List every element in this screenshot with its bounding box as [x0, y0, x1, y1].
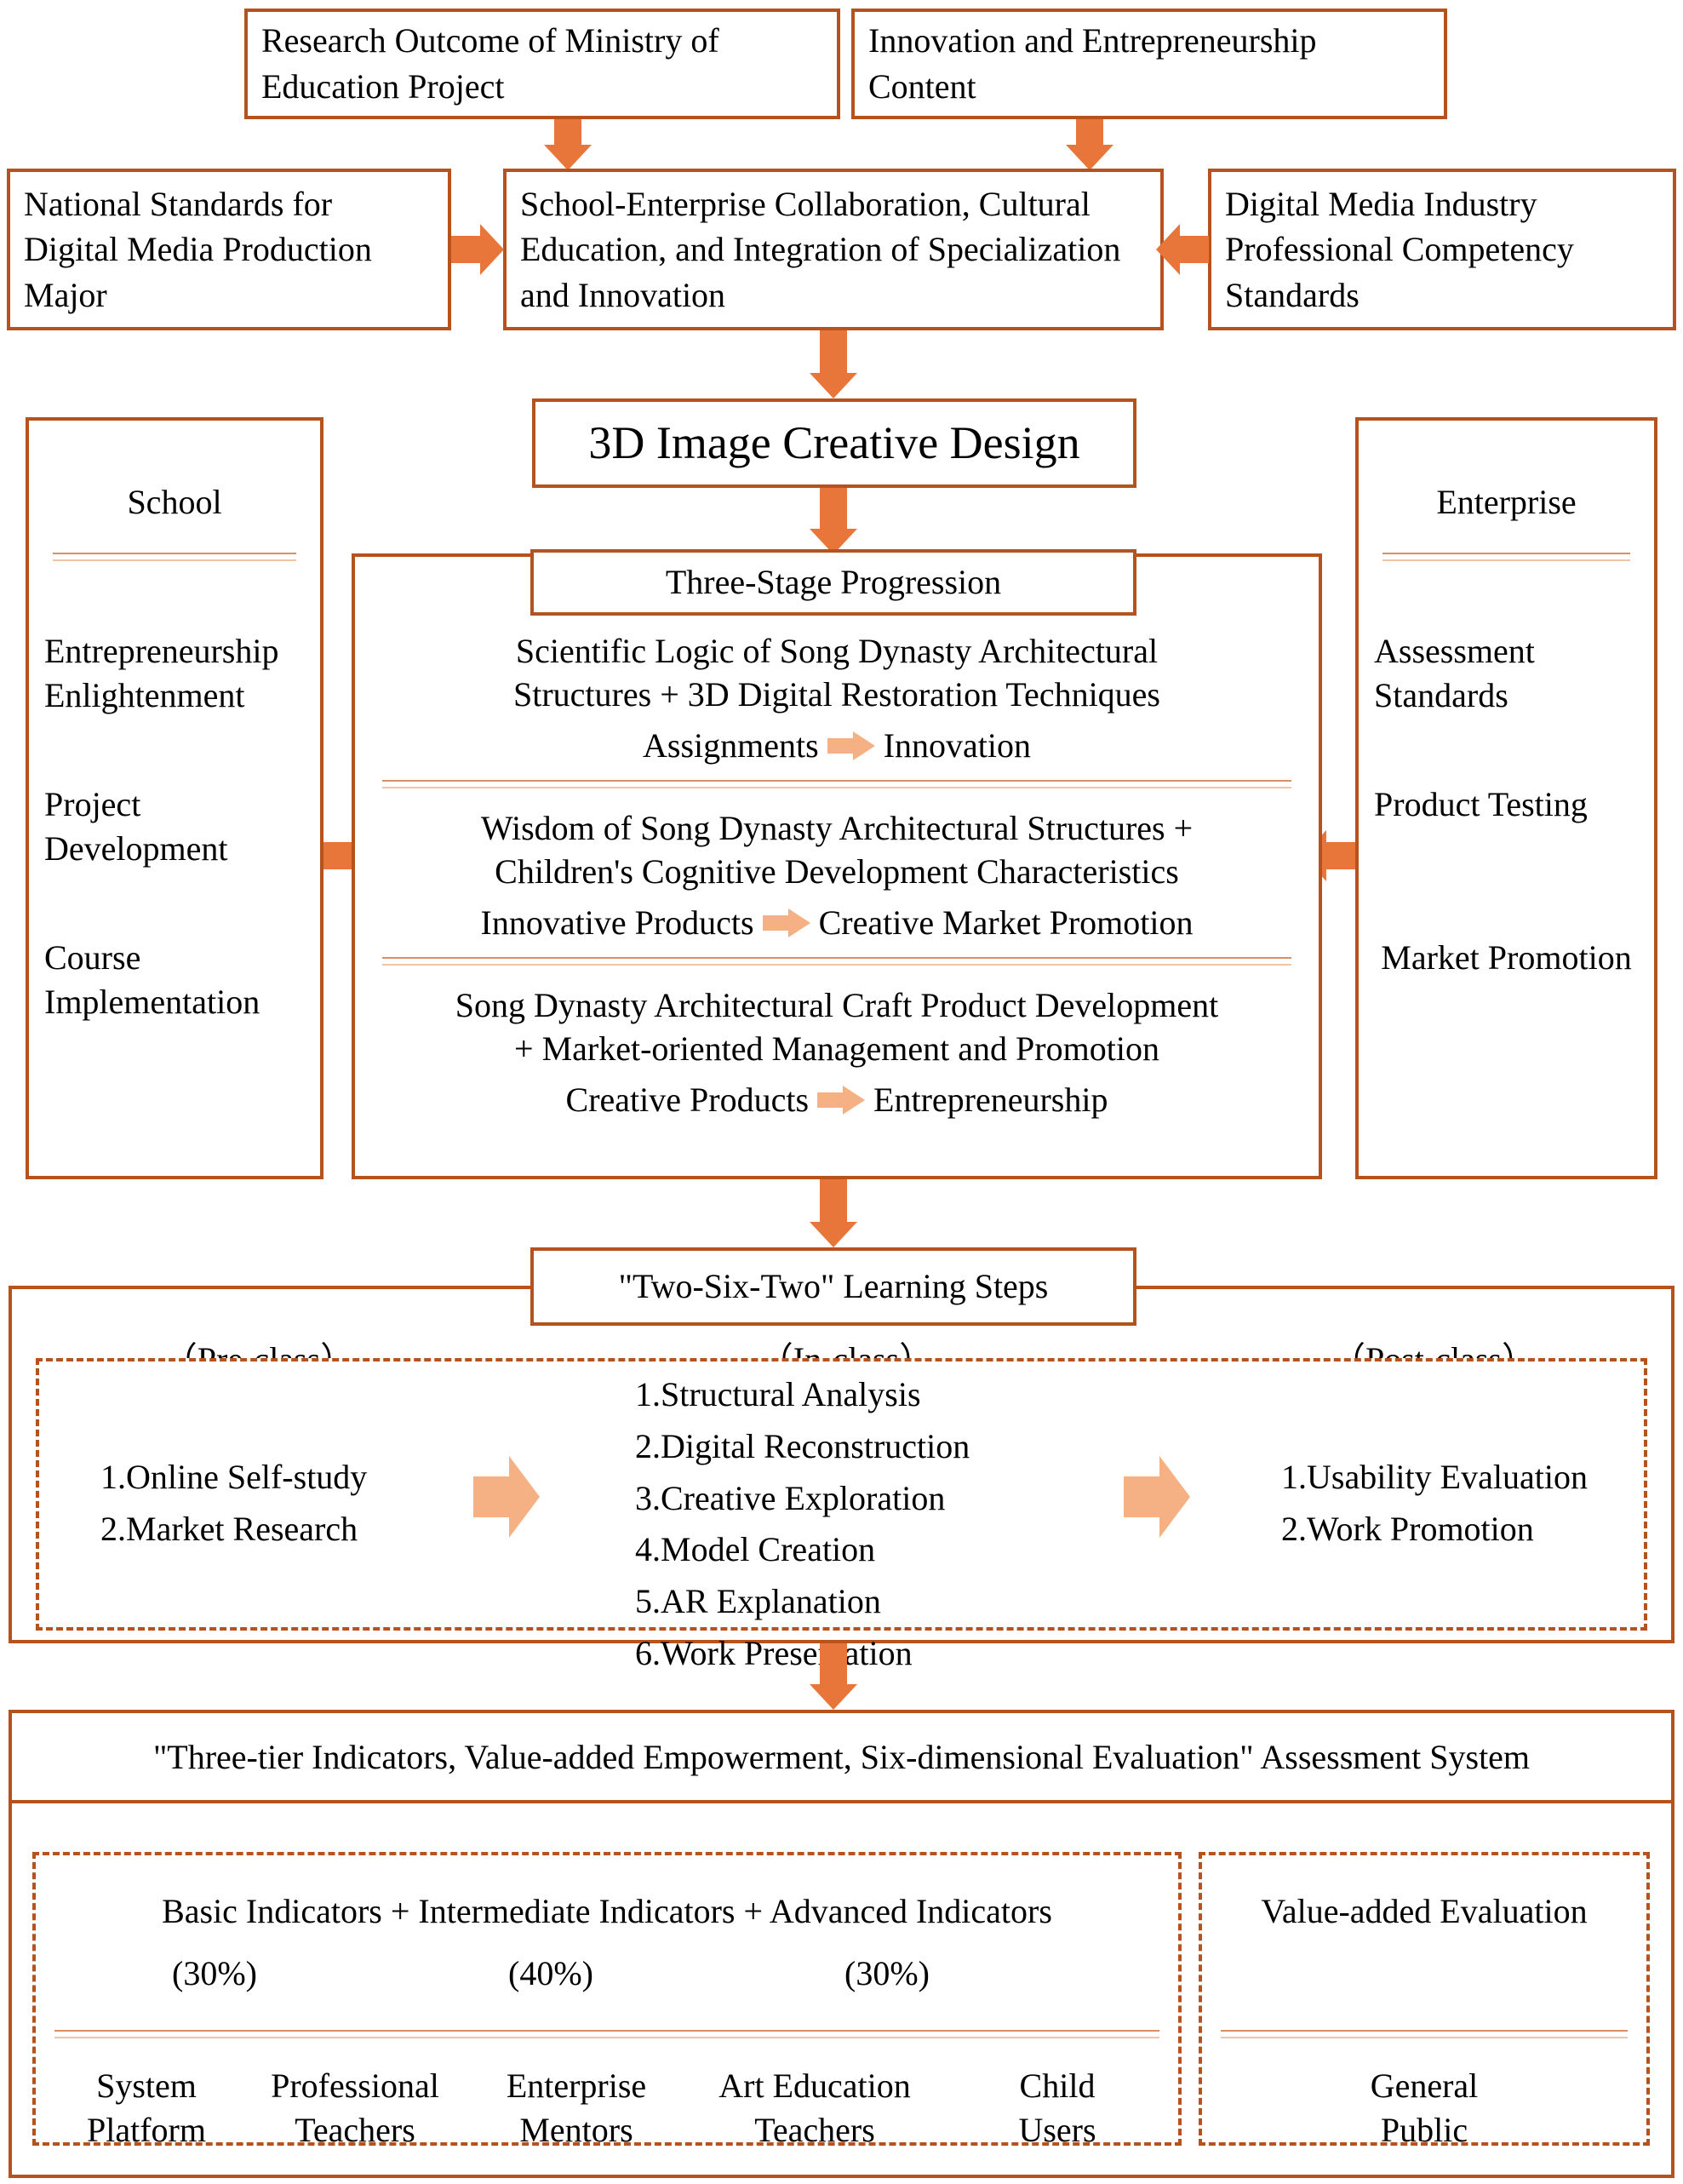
box-national-standards: National Standards for Digital Media Pro… [7, 169, 451, 330]
step-pre-0: 1.Online Self-study [100, 1458, 368, 1496]
value-added-separator [1221, 2030, 1628, 2038]
step-in-2: 3.Creative Exploration [635, 1478, 946, 1517]
step-in-0: 1.Structural Analysis [635, 1375, 921, 1413]
indicators-separator [54, 2030, 1159, 2038]
arrow-innovation-to-hub [1064, 119, 1115, 170]
panel-enterprise: Enterprise Assessment Standards Product … [1355, 417, 1657, 1179]
arrow-hub-to-course [808, 330, 859, 398]
box-research-outcome-label: Research Outcome of Ministry of Educatio… [261, 21, 719, 106]
stage-0-flow: Assignments Innovation [355, 725, 1319, 765]
arrow-pre-to-in [473, 1456, 540, 1538]
arrow-stages-to-steps [808, 1179, 859, 1247]
panel-enterprise-title: Enterprise [1436, 483, 1577, 521]
arrow-in-to-post [1124, 1456, 1190, 1538]
step-col-in: 1.Structural Analysis 2.Digital Reconstr… [635, 1369, 1078, 1680]
evaluator-general-public-line2: Public [1380, 2111, 1468, 2149]
assessment-title-label: "Three-tier Indicators, Value-added Empo… [152, 1737, 1531, 1776]
indicator-weight-0: (30%) [172, 1954, 257, 1992]
stage-1-flow-to: Creative Market Promotion [818, 903, 1194, 942]
assessment-title-box: "Three-tier Indicators, Value-added Empo… [9, 1710, 1674, 1803]
step-post-1: 2.Work Promotion [1281, 1509, 1534, 1548]
panel-enterprise-item-0: Assessment Standards [1374, 632, 1535, 714]
evaluator-child-users-line1: Child Users [1018, 2066, 1096, 2149]
stage-0-flow-from: Assignments [643, 726, 819, 765]
box-industry-standards: Digital Media Industry Professional Comp… [1208, 169, 1676, 330]
box-learning-steps-title: "Two-Six-Two" Learning Steps [530, 1247, 1136, 1326]
three-stage-title-label: Three-Stage Progression [665, 563, 1002, 602]
stage-2-flow-to: Entrepreneurship [873, 1081, 1108, 1119]
step-in-4: 5.AR Explanation [635, 1582, 881, 1621]
evaluator-art-education-teachers: Art Education Teachers [691, 2064, 938, 2152]
stage-1-line-2: Children's Cognitive Development Charact… [495, 852, 1179, 891]
panel-school-item-2: Course Implementation [44, 938, 260, 1021]
evaluator-general-public: General Public [1202, 2064, 1646, 2152]
arrow-steps-to-assessment [808, 1643, 859, 1710]
indicator-weight-1: (40%) [508, 1954, 593, 1992]
evaluator-art-education-teachers-line1: Art Education Teachers [718, 2066, 911, 2149]
indicators-line: Basic Indicators + Intermediate Indicato… [162, 1892, 1052, 1930]
panel-enterprise-item-1: Product Testing [1374, 785, 1588, 823]
flow-arrow-icon [827, 731, 875, 760]
evaluator-system-platform-line1: System Platform [87, 2066, 206, 2149]
panel-school-rule [53, 553, 296, 561]
arrow-standards-to-hub [451, 224, 504, 275]
indicators-dashed-box: Basic Indicators + Intermediate Indicato… [32, 1852, 1182, 2149]
value-added-dashed-box: Value-added Evaluation General Public [1199, 1852, 1650, 2149]
step-in-1: 2.Digital Reconstruction [635, 1426, 970, 1465]
flow-arrow-icon [762, 909, 810, 937]
box-innovation-content: Innovation and Entrepreneurship Content [851, 9, 1447, 119]
evaluator-professional-teachers-line1: Professional Teachers [271, 2066, 439, 2149]
stage-2-line-1: Song Dynasty Architectural Craft Product… [455, 986, 1219, 1024]
value-added-label: Value-added Evaluation [1261, 1892, 1588, 1930]
indicator-weight-2: (30%) [844, 1954, 930, 1992]
step-in-3: 4.Model Creation [635, 1530, 876, 1569]
learning-steps-dashed-box [36, 1358, 1647, 1631]
box-course-title: 3D Image Creative Design [532, 398, 1136, 488]
indicator-weights-row: (30%) (40%) (30%) [36, 1953, 1178, 1998]
arrow-industry-to-hub [1156, 224, 1209, 275]
stage-2-line-2: + Market-oriented Management and Promoti… [514, 1029, 1159, 1068]
stage-2-flow: Creative Products Entrepreneurship [355, 1080, 1319, 1120]
evaluator-general-public-line1: General [1370, 2066, 1479, 2105]
box-three-stage-title: Three-Stage Progression [530, 549, 1136, 616]
flow-arrow-icon [817, 1086, 866, 1115]
step-col-post: 1.Usability Evaluation 2.Work Promotion [1281, 1452, 1647, 1556]
step-col-pre: 1.Online Self-study 2.Market Research [100, 1452, 458, 1556]
evaluator-child-users: Child Users [972, 2064, 1142, 2152]
arrow-research-to-hub [542, 119, 593, 170]
stage-1-flow: Innovative Products Creative Market Promo… [355, 903, 1319, 943]
panel-school-title: School [127, 483, 222, 521]
panel-enterprise-rule [1382, 553, 1630, 561]
box-hub-collaboration: School-Enterprise Collaboration, Cultura… [503, 169, 1164, 330]
stage-0-flow-to: Innovation [883, 726, 1031, 765]
stage-separator-0 [382, 780, 1291, 788]
three-stage-container: Scientific Logic of Song Dynasty Archite… [352, 553, 1322, 1179]
stage-1-flow-from: Innovative Products [480, 903, 754, 942]
step-pre-1: 2.Market Research [100, 1509, 358, 1548]
stage-1-line-1: Wisdom of Song Dynasty Architectural Str… [480, 809, 1194, 847]
panel-school-item-1: Project Development [44, 785, 228, 868]
box-industry-standards-label: Digital Media Industry Professional Comp… [1225, 184, 1574, 314]
stage-0-line-2: Structures + 3D Digital Restoration Tech… [513, 675, 1160, 714]
evaluator-professional-teachers: Professional Teachers [249, 2064, 461, 2152]
stage-separator-1 [382, 957, 1291, 966]
panel-school: School Entrepreneurship Enlightenment Pr… [26, 417, 323, 1179]
step-in-5: 6.Work Presentation [635, 1633, 913, 1672]
evaluator-enterprise-mentors-line1: Enterprise Mentors [506, 2066, 647, 2149]
course-title-label: 3D Image Creative Design [588, 417, 1080, 469]
evaluator-system-platform: System Platform [61, 2064, 232, 2152]
arrow-course-to-stages [808, 488, 859, 554]
box-hub-collaboration-label: School-Enterprise Collaboration, Cultura… [520, 184, 1121, 314]
box-innovation-content-label: Innovation and Entrepreneurship Content [868, 21, 1317, 106]
evaluator-enterprise-mentors: Enterprise Mentors [478, 2064, 674, 2152]
box-research-outcome: Research Outcome of Ministry of Educatio… [244, 9, 840, 119]
panel-school-item-0: Entrepreneurship Enlightenment [44, 632, 279, 714]
step-post-0: 1.Usability Evaluation [1281, 1458, 1588, 1496]
learning-steps-title-label: "Two-Six-Two" Learning Steps [618, 1267, 1049, 1306]
stage-0-line-1: Scientific Logic of Song Dynasty Archite… [515, 632, 1159, 670]
stage-2-flow-from: Creative Products [565, 1081, 810, 1119]
panel-enterprise-item-2: Market Promotion [1381, 938, 1632, 977]
box-national-standards-label: National Standards for Digital Media Pro… [24, 184, 372, 314]
